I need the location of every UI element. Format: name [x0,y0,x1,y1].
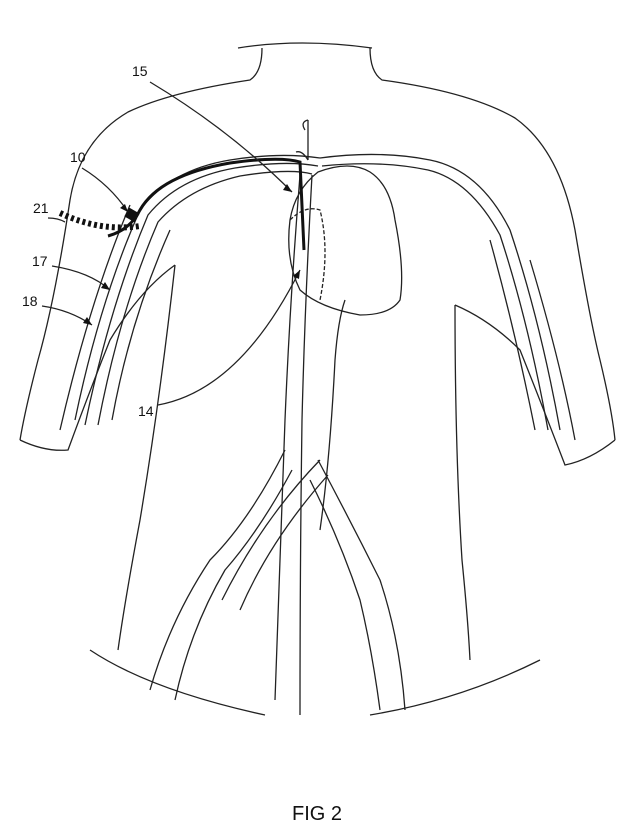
label-15: 15 [132,63,148,79]
label-21: 21 [33,200,49,216]
leader-lines [42,82,300,405]
label-14: 14 [138,403,154,419]
label-10: 10 [70,149,86,165]
torso-outline [20,43,615,715]
figure-caption: FIG 2 [292,803,342,825]
label-17: 17 [32,253,48,269]
label-18: 18 [22,293,38,309]
